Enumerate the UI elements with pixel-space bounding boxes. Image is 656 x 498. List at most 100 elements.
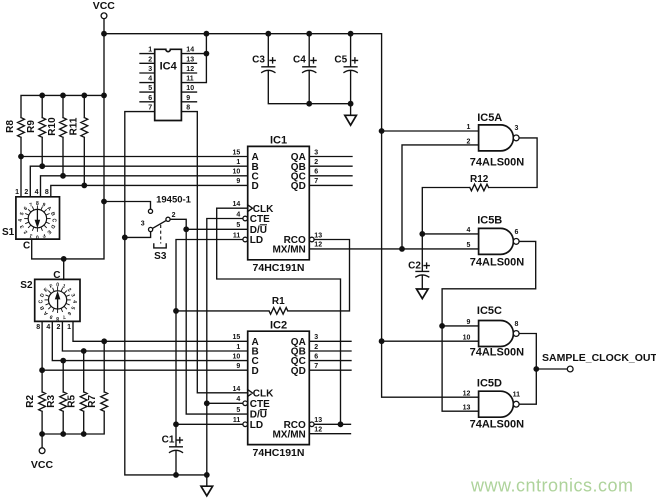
- svg-text:C: C: [53, 270, 60, 281]
- svg-text:14: 14: [186, 47, 194, 54]
- svg-text:C5: C5: [334, 54, 347, 65]
- svg-text:4: 4: [18, 219, 24, 222]
- svg-text:14: 14: [233, 201, 241, 208]
- svg-text:D: D: [39, 292, 46, 298]
- svg-text:R3: R3: [46, 394, 57, 407]
- svg-text:E: E: [43, 286, 50, 293]
- svg-text:7: 7: [61, 313, 66, 320]
- svg-text:1: 1: [15, 189, 19, 196]
- svg-text:C: C: [252, 356, 259, 367]
- svg-text:9: 9: [236, 363, 240, 370]
- svg-text:R5: R5: [66, 394, 77, 407]
- svg-text:IC2: IC2: [270, 319, 287, 331]
- svg-text:4: 4: [35, 189, 39, 196]
- svg-text:1: 1: [466, 124, 470, 131]
- svg-text:IC5C: IC5C: [477, 305, 502, 317]
- svg-text:MX/MN: MX/MN: [272, 429, 305, 440]
- svg-text:15: 15: [233, 149, 241, 156]
- svg-text:9: 9: [49, 313, 54, 320]
- svg-text:0: 0: [36, 234, 39, 240]
- svg-text:14: 14: [233, 386, 241, 393]
- svg-text:3: 3: [314, 334, 318, 341]
- svg-text:6: 6: [515, 229, 519, 236]
- svg-text:IC5A: IC5A: [477, 112, 502, 124]
- svg-text:11: 11: [233, 232, 241, 239]
- svg-text:5: 5: [236, 222, 240, 229]
- svg-text:2: 2: [466, 138, 470, 145]
- svg-text:8: 8: [56, 315, 59, 321]
- svg-text:QC: QC: [291, 171, 306, 182]
- svg-text:D/U: D/U: [250, 410, 267, 421]
- svg-text:LD: LD: [250, 235, 263, 246]
- svg-text:VCC: VCC: [31, 459, 54, 471]
- svg-text:S1: S1: [2, 227, 15, 238]
- svg-text:VCC: VCC: [93, 0, 116, 12]
- svg-text:IC5D: IC5D: [477, 377, 502, 389]
- svg-text:R8: R8: [5, 120, 16, 133]
- svg-text:F: F: [41, 232, 46, 239]
- svg-text:3: 3: [148, 66, 152, 73]
- svg-text:11: 11: [186, 76, 194, 83]
- svg-text:2: 2: [24, 189, 28, 196]
- svg-text:A: A: [46, 205, 53, 212]
- svg-text:C: C: [51, 218, 57, 222]
- svg-text:74ALS00N: 74ALS00N: [470, 346, 524, 358]
- svg-text:B: B: [252, 347, 259, 358]
- svg-text:13: 13: [463, 404, 471, 411]
- svg-text:QA: QA: [291, 152, 306, 163]
- svg-text:9: 9: [466, 319, 470, 326]
- svg-text:F: F: [49, 283, 54, 290]
- svg-text:12: 12: [463, 390, 471, 397]
- svg-text:D/U: D/U: [250, 225, 267, 236]
- svg-text:R10: R10: [47, 117, 58, 136]
- svg-text:74HC191N: 74HC191N: [253, 262, 305, 274]
- svg-text:12: 12: [314, 242, 322, 249]
- svg-text:3: 3: [515, 125, 519, 132]
- svg-text:1: 1: [67, 324, 71, 331]
- svg-text:C2: C2: [408, 260, 421, 271]
- svg-text:8: 8: [36, 324, 40, 331]
- svg-text:SAMPLE_CLOCK_OUT: SAMPLE_CLOCK_OUT: [542, 352, 656, 364]
- svg-text:8: 8: [45, 189, 49, 196]
- svg-text:8: 8: [515, 321, 519, 328]
- svg-text:74ALS00N: 74ALS00N: [470, 256, 524, 268]
- svg-text:www.cntronics.com: www.cntronics.com: [470, 476, 634, 496]
- svg-text:6: 6: [314, 353, 318, 360]
- svg-text:QB: QB: [291, 347, 306, 358]
- svg-text:2: 2: [23, 229, 29, 235]
- svg-text:S3: S3: [154, 251, 167, 262]
- svg-text:A: A: [43, 309, 50, 316]
- svg-text:3: 3: [141, 221, 145, 228]
- svg-text:7: 7: [314, 363, 318, 370]
- svg-text:2: 2: [314, 344, 318, 351]
- svg-text:5: 5: [236, 407, 240, 414]
- svg-text:B: B: [49, 211, 56, 217]
- svg-text:1: 1: [236, 159, 240, 166]
- svg-text:IC1: IC1: [270, 135, 287, 147]
- svg-text:13: 13: [186, 56, 194, 63]
- svg-text:R12: R12: [470, 174, 489, 185]
- svg-text:2: 2: [56, 324, 60, 331]
- svg-text:R2: R2: [25, 394, 36, 407]
- svg-text:5: 5: [19, 211, 26, 216]
- svg-text:C: C: [38, 299, 44, 303]
- svg-text:RCO: RCO: [284, 420, 306, 431]
- svg-text:D: D: [252, 366, 259, 377]
- svg-text:D: D: [252, 181, 259, 192]
- svg-text:S2: S2: [20, 280, 33, 291]
- svg-text:12: 12: [186, 66, 194, 73]
- svg-text:7: 7: [29, 202, 34, 209]
- svg-text:5: 5: [69, 305, 76, 310]
- svg-text:8: 8: [36, 201, 39, 207]
- svg-text:C3: C3: [252, 54, 265, 65]
- svg-text:R7: R7: [87, 394, 98, 407]
- svg-text:A: A: [252, 337, 259, 348]
- svg-text:4: 4: [236, 396, 240, 403]
- svg-text:9: 9: [41, 202, 46, 209]
- svg-text:5: 5: [148, 85, 152, 92]
- svg-text:2: 2: [148, 56, 152, 63]
- svg-text:C: C: [252, 171, 259, 182]
- svg-text:CLK: CLK: [253, 204, 274, 215]
- svg-text:LD: LD: [250, 420, 263, 431]
- svg-text:QB: QB: [291, 162, 306, 173]
